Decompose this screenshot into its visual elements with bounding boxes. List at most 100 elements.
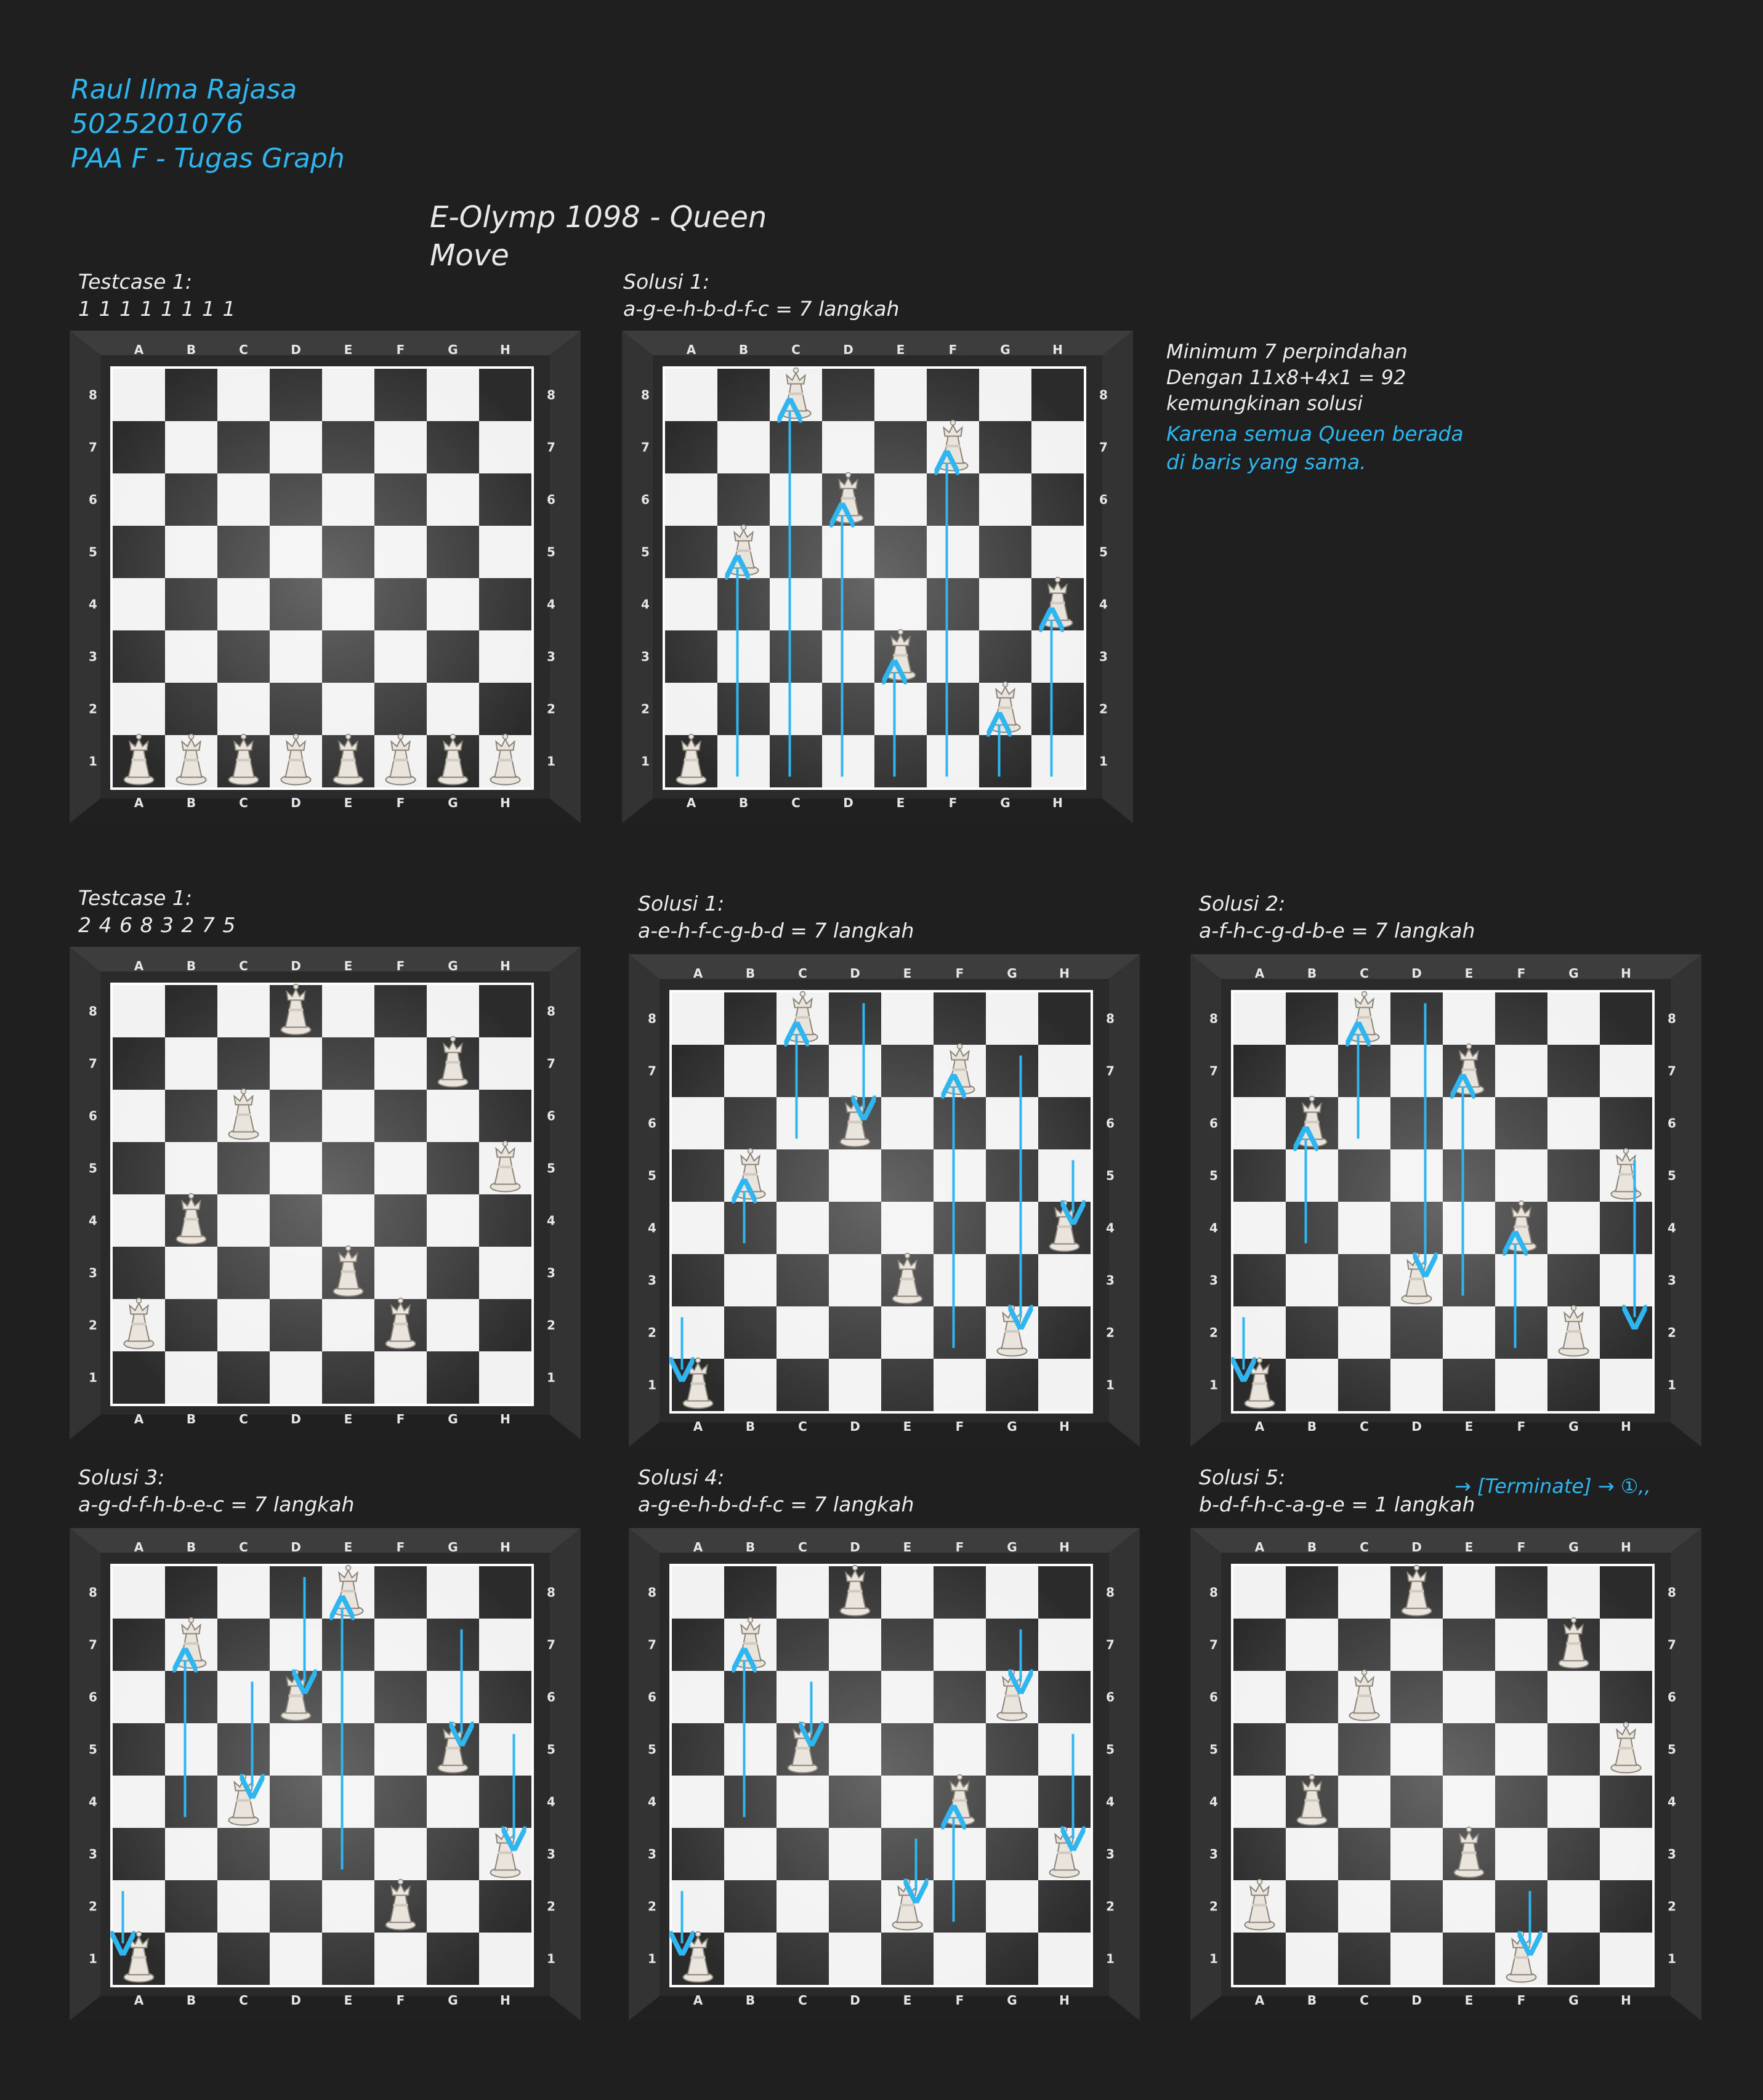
file-label: D	[850, 1419, 860, 1434]
rank-label: 7	[648, 1064, 656, 1079]
rank-label: 7	[1099, 440, 1108, 455]
rank-label: 8	[1099, 388, 1108, 403]
file-label: G	[1568, 1993, 1578, 2008]
rank-label: 6	[1668, 1690, 1676, 1705]
file-label: F	[397, 1993, 405, 2008]
file-label: F	[956, 1540, 964, 1555]
note-reason: Karena semua Queen berada di baris yang …	[1166, 420, 1464, 477]
file-label: E	[903, 966, 912, 981]
rank-label: 5	[1209, 1742, 1218, 1757]
file-label: B	[1307, 966, 1317, 981]
file-label: G	[1007, 1540, 1017, 1555]
file-label: H	[1621, 966, 1631, 981]
file-label: A	[687, 342, 696, 357]
file-label: F	[397, 1540, 405, 1555]
page-title: E-Olymp 1098 - Queen Move	[430, 198, 767, 275]
file-label: B	[739, 342, 748, 357]
rank-label: 2	[89, 702, 97, 717]
rank-label: 2	[547, 1899, 555, 1914]
queen-piece	[385, 733, 416, 786]
file-label: H	[1059, 966, 1070, 981]
file-label: E	[897, 342, 905, 357]
file-label: E	[1465, 1993, 1474, 2008]
rank-label: 6	[547, 493, 555, 507]
queen-piece	[385, 1297, 416, 1350]
rank-label: 6	[547, 1690, 555, 1705]
rank-label: 4	[547, 1795, 555, 1809]
board-title: Solusi 1:	[638, 891, 725, 915]
rank-label: 8	[1668, 1585, 1676, 1600]
rank-label: 1	[648, 1378, 656, 1393]
board-title: Testcase 1:	[78, 270, 192, 294]
rank-label: 2	[641, 702, 650, 717]
rank-label: 6	[1668, 1116, 1676, 1131]
rank-label: 3	[547, 1266, 555, 1281]
rank-label: 4	[89, 1795, 97, 1809]
rank-label: 8	[1209, 1585, 1218, 1600]
rank-label: 7	[1668, 1064, 1676, 1079]
file-label: G	[1568, 966, 1578, 981]
rank-label: 4	[641, 597, 650, 612]
rank-label: 2	[89, 1899, 97, 1914]
rank-label: 8	[1106, 1585, 1115, 1600]
file-label: E	[344, 959, 353, 973]
rank-label: 8	[89, 1004, 97, 1019]
rank-label: 5	[1106, 1169, 1115, 1183]
file-label: D	[291, 959, 301, 973]
file-label: A	[134, 1540, 144, 1555]
file-label: D	[291, 1993, 301, 2008]
queen-piece	[839, 1564, 871, 1617]
board-subtitle: a-g-e-h-b-d-f-c = 7 langkah	[638, 1492, 914, 1516]
rank-label: 5	[547, 545, 555, 560]
file-label: B	[187, 795, 196, 810]
rank-label: 8	[1668, 1012, 1676, 1026]
rank-label: 3	[1106, 1273, 1115, 1288]
file-label: H	[1059, 1540, 1070, 1555]
file-label: A	[693, 966, 703, 981]
rank-label: 6	[1106, 1116, 1115, 1131]
file-label: F	[956, 1993, 964, 2008]
board-title: Solusi 3:	[78, 1465, 165, 1489]
rank-label: 5	[1668, 1742, 1676, 1757]
rank-label: 7	[1209, 1638, 1218, 1652]
queen-piece	[676, 733, 707, 786]
rank-label: 7	[547, 440, 555, 455]
rank-label: 4	[1209, 1221, 1218, 1236]
file-label: B	[1307, 1540, 1317, 1555]
file-label: G	[1000, 795, 1010, 810]
file-label: E	[344, 1540, 353, 1555]
label-tc2-s4: Solusi 4: a-g-e-h-b-d-f-c = 7 langkah	[638, 1464, 914, 1518]
rank-label: 3	[547, 650, 555, 664]
rank-label: 2	[89, 1318, 97, 1333]
file-label: D	[850, 1993, 860, 2008]
rank-label: 3	[641, 650, 650, 664]
board-subtitle: 1 1 1 1 1 1 1 1	[78, 297, 236, 321]
file-label: G	[1568, 1540, 1578, 1555]
rank-label: 5	[1668, 1169, 1676, 1183]
file-label: A	[1255, 1540, 1265, 1555]
rank-label: 5	[89, 1742, 97, 1757]
file-label: F	[1517, 1540, 1526, 1555]
rank-label: 4	[1668, 1795, 1676, 1809]
note-reason-line-1: Karena semua Queen berada	[1166, 422, 1464, 446]
file-label: H	[1621, 1540, 1631, 1555]
board-title: Solusi 2:	[1199, 891, 1286, 915]
title-line-2: Move	[430, 238, 509, 273]
rank-label: 7	[641, 440, 650, 455]
rank-label: 1	[648, 1952, 656, 1966]
queen-piece	[175, 1617, 207, 1669]
rank-label: 5	[547, 1161, 555, 1176]
label-tc1: Testcase 1: 1 1 1 1 1 1 1 1	[78, 268, 236, 323]
queen-piece	[123, 1297, 155, 1350]
file-label: C	[1360, 966, 1369, 981]
rank-label: 7	[547, 1056, 555, 1071]
file-label: A	[693, 1993, 703, 2008]
board-title: Solusi 4:	[638, 1465, 725, 1489]
rank-label: 3	[1209, 1847, 1218, 1862]
file-label: D	[1411, 966, 1422, 981]
